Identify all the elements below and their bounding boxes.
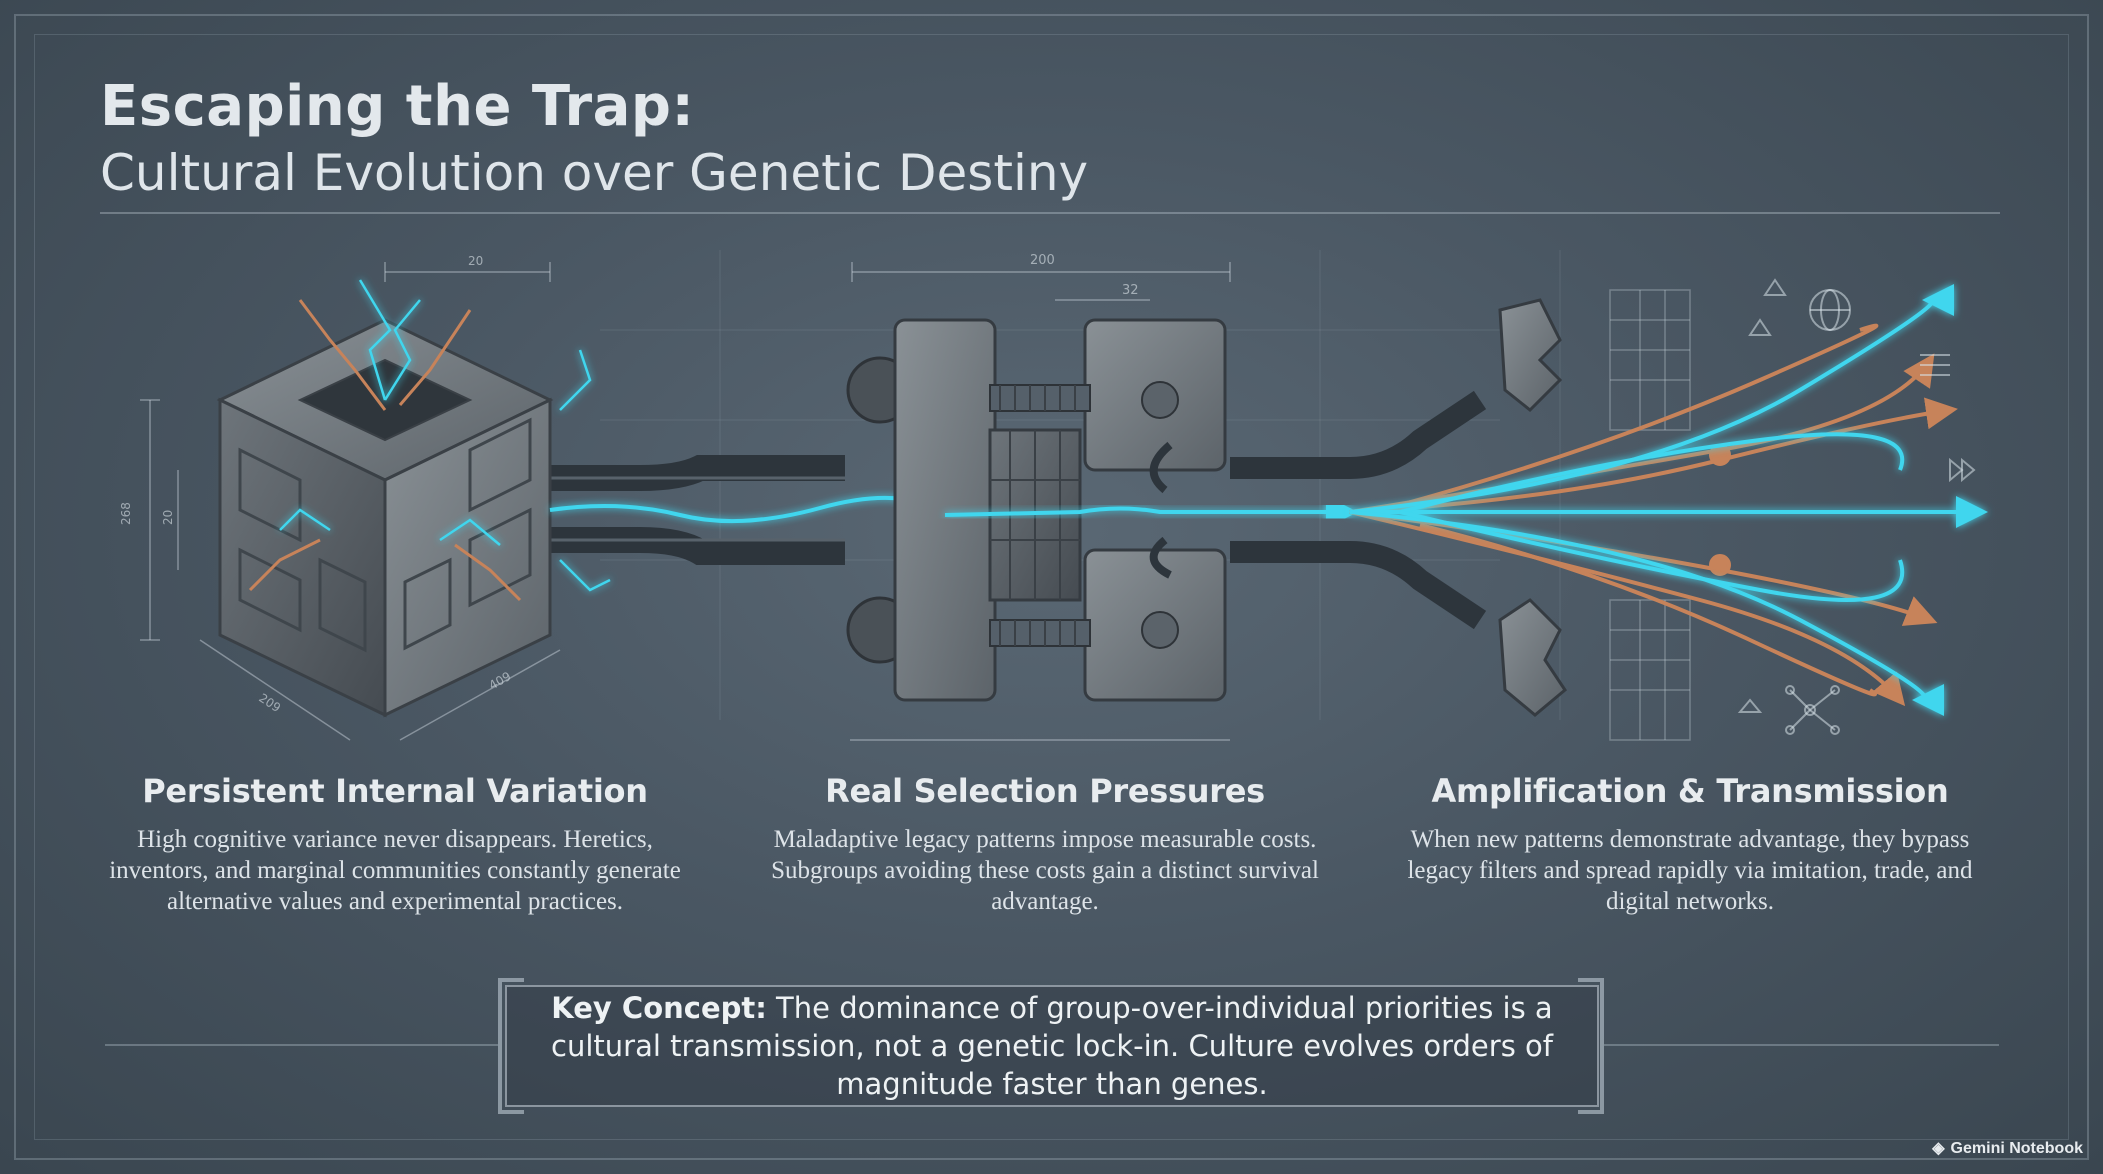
stage-3-column: Amplification & Transmission When new pa… bbox=[1390, 772, 1990, 917]
inner-frame bbox=[34, 34, 2069, 1140]
key-bracket-left bbox=[498, 978, 524, 1114]
stage-2-heading: Real Selection Pressures bbox=[825, 772, 1265, 810]
lightning-cyan bbox=[279, 279, 611, 592]
key-concept-box: Key Concept: The dominance of group-over… bbox=[505, 985, 1599, 1107]
channel-pipes bbox=[540, 390, 1487, 630]
dim-cube-top: 20 bbox=[468, 254, 483, 268]
title-rule bbox=[100, 212, 2000, 214]
cube-dimension-lines bbox=[140, 262, 561, 741]
stage-1-body: High cognitive variance never disappears… bbox=[109, 826, 681, 915]
vise-illustration bbox=[846, 318, 1227, 702]
key-concept-body: The dominance of group-over-individual p… bbox=[551, 991, 1553, 1101]
key-line-left bbox=[105, 1044, 498, 1046]
gemini-logo-icon: ◈ bbox=[1932, 1140, 1945, 1157]
stream-stage2 bbox=[944, 496, 1358, 528]
dim-cube-bottom-left: 209 bbox=[256, 691, 283, 715]
watermark: ◈ Gemini Notebook bbox=[1932, 1138, 2083, 1158]
dim-cube-bottom-right: 409 bbox=[487, 669, 514, 693]
dim-cube-height-inner: 20 bbox=[161, 510, 175, 525]
key-concept-text: Key Concept: The dominance of group-over… bbox=[537, 989, 1567, 1103]
stage-3-heading: Amplification & Transmission bbox=[1431, 772, 1949, 810]
title-subtitle: Cultural Evolution over Genetic Destiny bbox=[100, 144, 1089, 202]
cube-illustration bbox=[216, 279, 611, 718]
key-line-right bbox=[1604, 1044, 1999, 1046]
network-icons bbox=[1737, 278, 1976, 735]
cyan-branches bbox=[1349, 284, 1988, 716]
watermark-text: Gemini Notebook bbox=[1950, 1140, 2083, 1157]
stone-fragments bbox=[1498, 298, 1567, 717]
cracks-copper bbox=[248, 299, 522, 602]
key-concept-label: Key Concept: bbox=[551, 991, 767, 1025]
dim-cube-height: 268 bbox=[119, 502, 133, 525]
stage-1-heading: Persistent Internal Variation bbox=[142, 772, 648, 810]
stream-stage1 bbox=[549, 485, 947, 524]
title-main: Escaping the Trap: bbox=[100, 74, 695, 139]
stage-2-column: Real Selection Pressures Maladaptive leg… bbox=[745, 772, 1345, 917]
stage-3-body: When new patterns demonstrate advantage,… bbox=[1407, 826, 1973, 915]
stage-1-column: Persistent Internal Variation High cogni… bbox=[95, 772, 695, 917]
grid-panels bbox=[1609, 289, 1691, 741]
copper-branches bbox=[1349, 323, 1958, 707]
outer-frame bbox=[14, 14, 2089, 1160]
dim-vise-width: 200 bbox=[1030, 253, 1055, 268]
key-bracket-right bbox=[1578, 978, 1604, 1114]
stage-2-body: Maladaptive legacy patterns impose measu… bbox=[771, 826, 1319, 915]
dim-vise-gap: 32 bbox=[1122, 283, 1139, 298]
vise-dimension-lines bbox=[850, 262, 1231, 741]
